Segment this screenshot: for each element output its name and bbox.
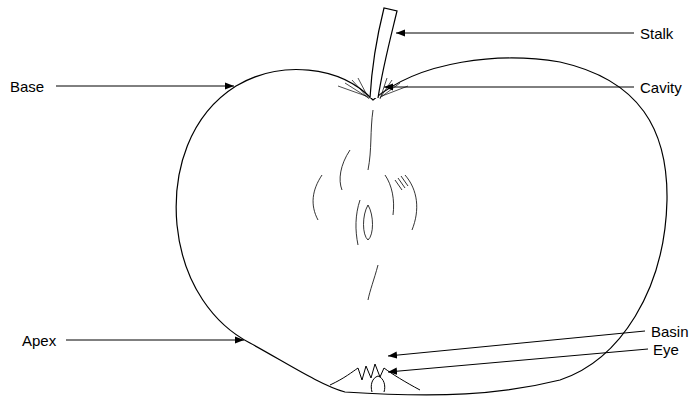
- core-line: [313, 175, 322, 220]
- part-label: Apex: [22, 332, 56, 349]
- leader-arrow: [56, 86, 234, 87]
- part-label: Cavity: [640, 79, 682, 96]
- leader-lines: [56, 33, 648, 372]
- hatch-line: [358, 78, 369, 99]
- core-line: [356, 200, 360, 245]
- core-line: [340, 150, 350, 190]
- leader-arrow: [396, 33, 634, 34]
- cavity-hatching: [338, 78, 408, 99]
- leader-arrow: [66, 340, 244, 341]
- core-line: [405, 175, 417, 230]
- stalk-shape: [370, 8, 397, 98]
- hatch-line: [338, 86, 366, 96]
- part-label: Eye: [653, 341, 679, 358]
- part-label: Basin: [651, 323, 689, 340]
- hatch-line: [380, 78, 387, 99]
- leader-arrow: [384, 87, 634, 88]
- hatch-line: [380, 80, 392, 98]
- part-label: Base: [10, 78, 44, 95]
- seed: [364, 205, 373, 240]
- apple-outline: [176, 58, 667, 395]
- apple-core: [313, 110, 417, 300]
- core-line: [368, 265, 378, 300]
- core-line: [385, 175, 394, 215]
- core-line: [368, 110, 373, 170]
- core-hatch: [395, 176, 408, 190]
- part-label: Stalk: [640, 25, 673, 42]
- eye-shape: [371, 376, 385, 392]
- leader-arrow: [388, 349, 648, 372]
